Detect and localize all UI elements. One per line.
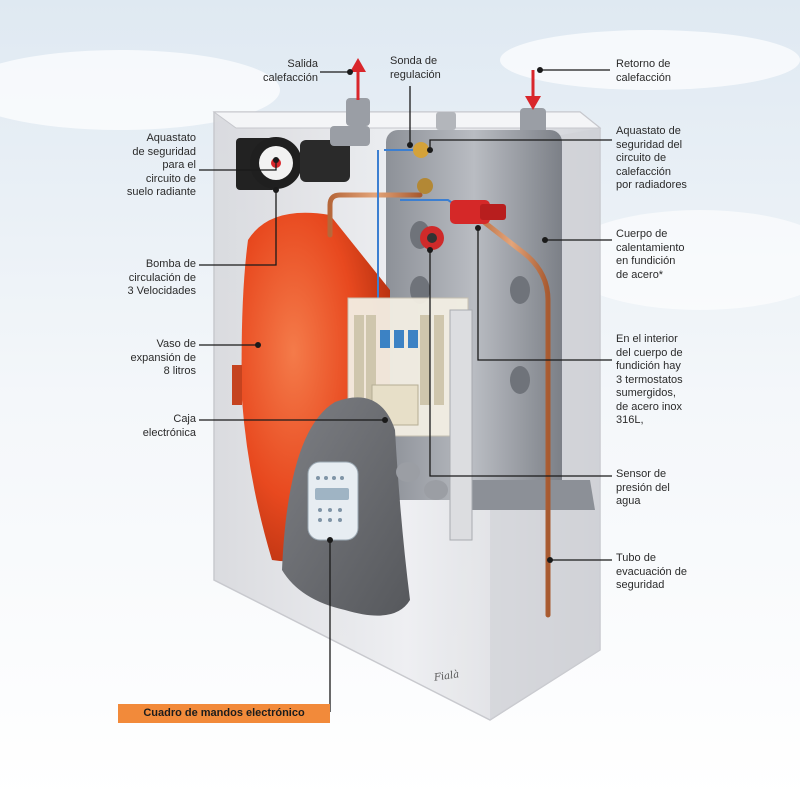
leader-aquastato-suelo <box>199 160 277 171</box>
cuadro-mandos-banner: Cuadro de mandos electrónico <box>118 704 330 723</box>
control-panel <box>282 397 410 616</box>
leader-aquastato-rad <box>429 139 612 150</box>
label-bomba-circulacion: Bomba de circulación de 3 Velocidades <box>127 258 197 297</box>
control-probe <box>413 142 433 194</box>
electronics-box <box>347 297 473 541</box>
label-sensor-presion: Sensor de presión del agua <box>616 468 670 507</box>
outlet-arrow <box>350 58 366 100</box>
top-connections <box>346 98 546 134</box>
leader-bomba <box>199 190 277 266</box>
label-aquastato-suelo: Aquastato de seguridad para el circuito … <box>126 132 196 198</box>
label-sonda-regulacion: Sonda de regulación <box>390 55 441 81</box>
label-tubo-evacuacion: Tubo de evacuación de seguridad <box>616 552 687 591</box>
pressure-sensor-valve <box>420 226 444 250</box>
leader-termostatos <box>477 228 612 361</box>
label-termostatos: En el interior del cuerpo de fundición h… <box>616 333 683 426</box>
label-salida-calefaccion: Salida calefacción <box>262 58 318 84</box>
leader-lines <box>199 69 612 712</box>
label-vaso-expansion: Vaso de expansión de 8 litros <box>130 338 196 377</box>
return-arrow <box>525 70 541 110</box>
label-retorno-calefaccion: Retorno de calefacción <box>616 58 672 84</box>
leader-sensor <box>429 250 612 477</box>
radiator-aquastat <box>450 200 506 224</box>
leader-dots <box>255 67 553 563</box>
label-caja-electronica: Caja electrónica <box>142 413 196 439</box>
cable-grommets <box>396 462 448 500</box>
label-aquastato-radiadores: Aquastato de seguridad del circuito de c… <box>616 125 687 191</box>
copper-pipes <box>327 192 551 618</box>
label-cuerpo-calentamiento: Cuerpo de calentamiento en fundición de … <box>616 228 685 281</box>
